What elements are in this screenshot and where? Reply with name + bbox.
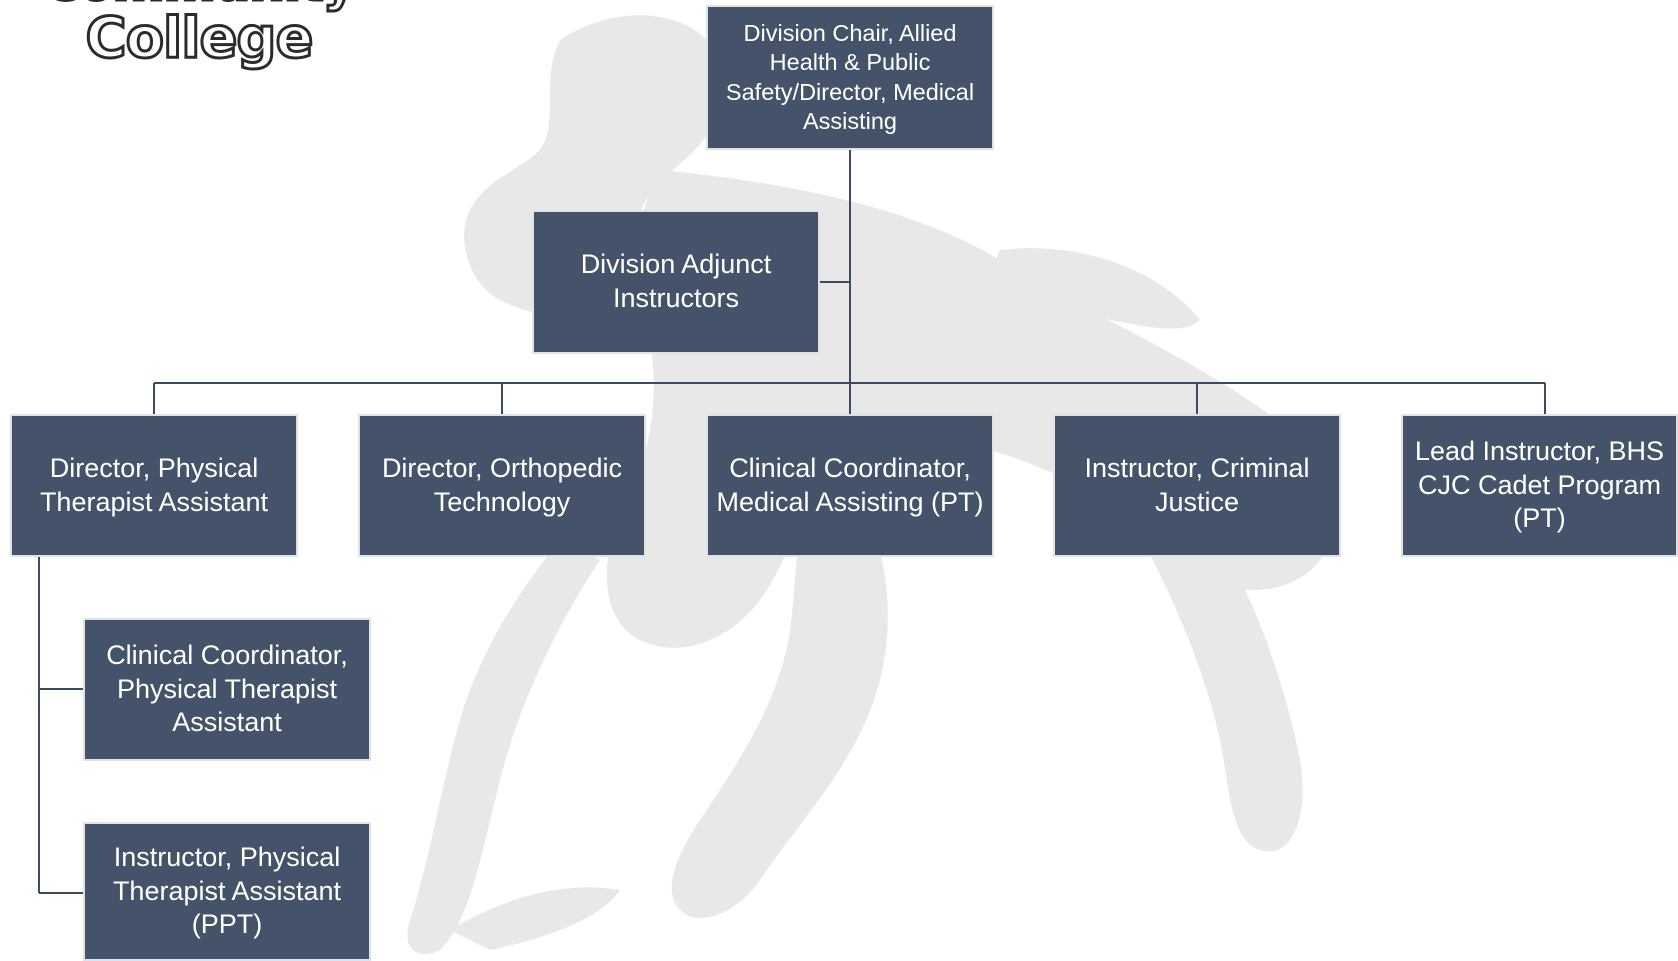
- node-clinical-coordinator-medical-assisting: Clinical Coordinator, Medical Assisting …: [706, 414, 994, 557]
- node-instructor-criminal-justice-label: Instructor, Criminal Justice: [1084, 452, 1310, 517]
- node-director-orthopedic-technology: Director, Orthopedic Technology: [358, 414, 646, 557]
- node-lead-instructor-bhs-cjc-label: Lead Instructor, BHS CJC Cadet Program (…: [1414, 435, 1665, 534]
- node-clinical-coordinator-pta: Clinical Coordinator, Physical Therapist…: [83, 618, 371, 761]
- node-director-pta-label: Director, Physical Therapist Assistant: [39, 452, 269, 517]
- node-lead-instructor-bhs-cjc: Lead Instructor, BHS CJC Cadet Program (…: [1401, 414, 1678, 557]
- node-instructor-pta-label: Instructor, Physical Therapist Assistant…: [112, 841, 342, 940]
- node-division-adjunct-instructors-label: Division Adjunct Instructors: [580, 249, 772, 313]
- node-clinical-coordinator-pta-label: Clinical Coordinator, Physical Therapist…: [106, 639, 348, 738]
- node-division-chair-label: Division Chair, Allied Health & Public S…: [725, 20, 975, 134]
- node-director-orthopedic-technology-label: Director, Orthopedic Technology: [381, 452, 623, 517]
- node-clinical-coordinator-medical-assisting-label: Clinical Coordinator, Medical Assisting …: [716, 452, 984, 517]
- node-division-chair: Division Chair, Allied Health & Public S…: [706, 5, 994, 150]
- node-instructor-criminal-justice: Instructor, Criminal Justice: [1053, 414, 1341, 557]
- node-director-pta: Director, Physical Therapist Assistant: [10, 414, 298, 557]
- node-instructor-pta: Instructor, Physical Therapist Assistant…: [83, 822, 371, 961]
- node-division-adjunct-instructors: Division Adjunct Instructors: [532, 210, 820, 354]
